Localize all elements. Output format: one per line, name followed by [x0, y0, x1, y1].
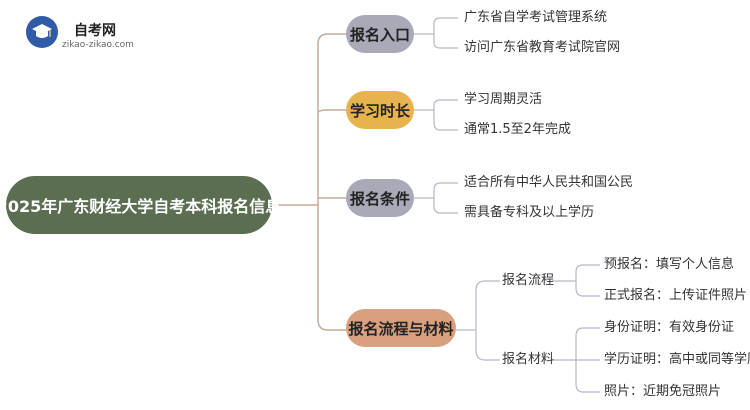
logo-subtitle: zikao-zikao.com: [62, 40, 134, 50]
connector-branch1: [414, 17, 458, 49]
branch-node-process-materials: 报名流程与材料: [346, 309, 456, 347]
leaf-node: 访问广东省教育考试院官网: [464, 40, 621, 55]
connector-trunk: [317, 33, 348, 331]
group-node-materials: 报名材料: [502, 352, 555, 367]
connector-branch4: [456, 280, 500, 361]
leaf-node: 学习周期灵活: [464, 92, 543, 107]
branch-node-eligibility: 报名条件: [346, 179, 414, 217]
leaf-node: 适合所有中华人民共和国公民: [464, 175, 634, 190]
site-logo[interactable]: 自考网 zikao-zikao.com: [26, 14, 146, 54]
leaf-node: 身份证明：有效身份证: [604, 320, 735, 335]
connector-group2: [552, 327, 600, 393]
branch-node-registration-entry: 报名入口: [346, 15, 414, 53]
branch-node-study-duration: 学习时长: [346, 91, 414, 129]
connector-branch3: [414, 182, 458, 214]
leaf-node: 正式报名：上传证件照片: [604, 288, 748, 303]
connector-group1: [552, 264, 600, 297]
leaf-node: 广东省自学考试管理系统: [464, 10, 608, 25]
leaf-node: 需具备专科及以上学历: [464, 205, 595, 220]
connector-branch2: [414, 99, 458, 131]
graduation-cap-icon: [26, 16, 58, 48]
root-node: 2025年广东财经大学自考本科报名信息: [0, 176, 281, 234]
leaf-node: 预报名：填写个人信息: [604, 257, 735, 272]
leaf-node: 学历证明：高中或同等学历: [604, 352, 750, 367]
logo-title: 自考网: [74, 23, 116, 39]
leaf-node: 通常1.5至2年完成: [464, 122, 571, 137]
group-node-process: 报名流程: [502, 273, 555, 288]
leaf-node: 照片：近期免冠照片: [604, 384, 722, 399]
